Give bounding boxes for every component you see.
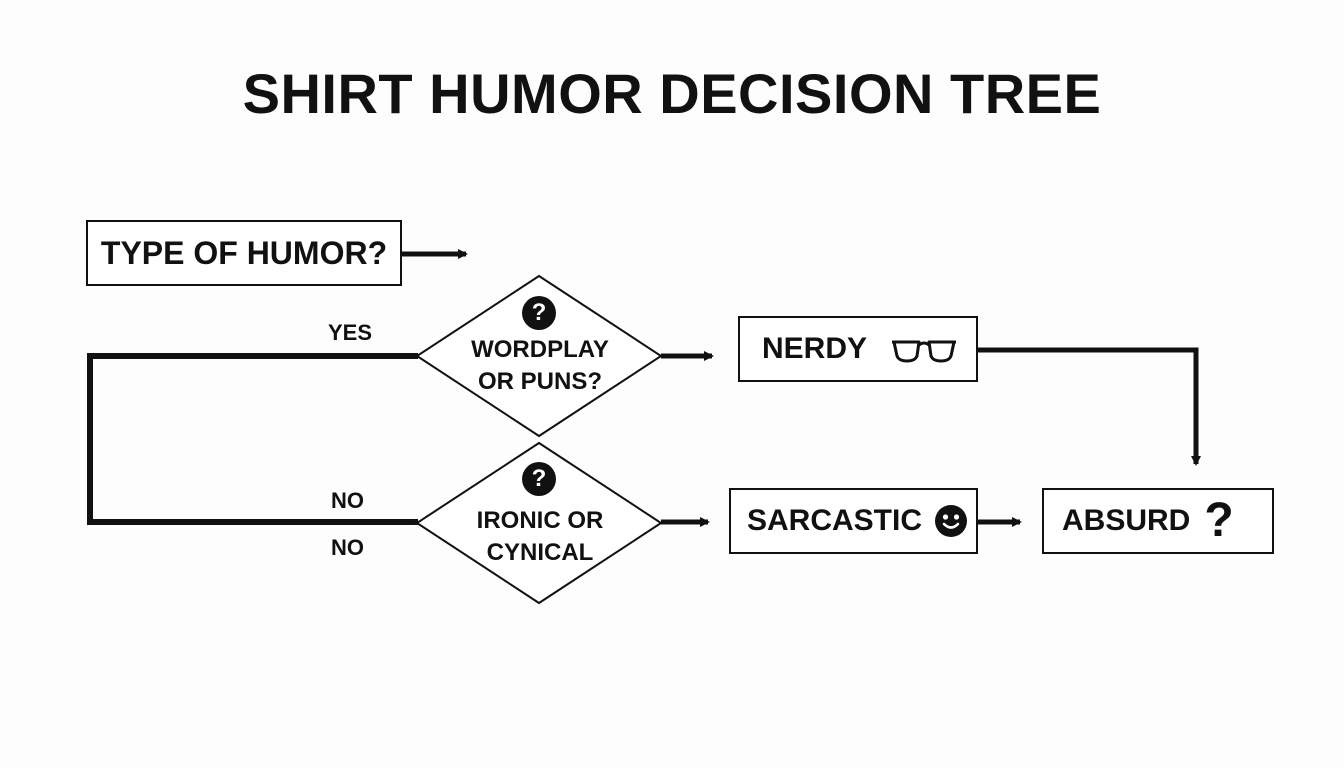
edge-label-no: NO <box>331 488 364 513</box>
wordplay-decision-label: WORDPLAY OR PUNS? <box>440 334 640 398</box>
sarcastic-box: SARCASTIC <box>729 488 978 554</box>
question-badge-icon: ? <box>522 296 556 330</box>
glasses-icon <box>892 340 957 363</box>
decision-diamond-ironic <box>415 441 663 605</box>
question-badge-icon: ? <box>522 462 556 496</box>
ironic-line-1: IRONIC OR <box>476 507 604 534</box>
edge-label-yes: YES <box>328 320 373 345</box>
smiley-icon <box>935 505 968 537</box>
loop-connector <box>87 353 418 525</box>
nerdy-label: NERDY <box>762 332 868 365</box>
start-box: TYPE OF HUMOR? <box>86 220 402 286</box>
absurd-box: ABSURD ? <box>1042 488 1274 554</box>
decision-diamond-wordplay <box>415 274 663 438</box>
question-mark-icon: ? <box>1204 494 1234 547</box>
page-title: SHIRT HUMOR DECISION TREE <box>242 62 1102 125</box>
edge-label-no: NO <box>331 535 364 560</box>
ironic-decision-label: IRONIC OR CYNICAL <box>440 505 640 569</box>
start-box-label: TYPE OF HUMOR? <box>100 234 388 271</box>
sarcastic-label: SARCASTIC <box>747 504 923 537</box>
arrow-nerdy-to-absurd <box>978 347 1201 466</box>
wordplay-line-2: OR PUNS? <box>477 368 602 395</box>
nerdy-box: NERDY <box>738 316 978 382</box>
ironic-line-2: CYNICAL <box>486 539 594 566</box>
wordplay-line-1: WORDPLAY <box>471 336 609 363</box>
absurd-label: ABSURD <box>1062 504 1191 537</box>
